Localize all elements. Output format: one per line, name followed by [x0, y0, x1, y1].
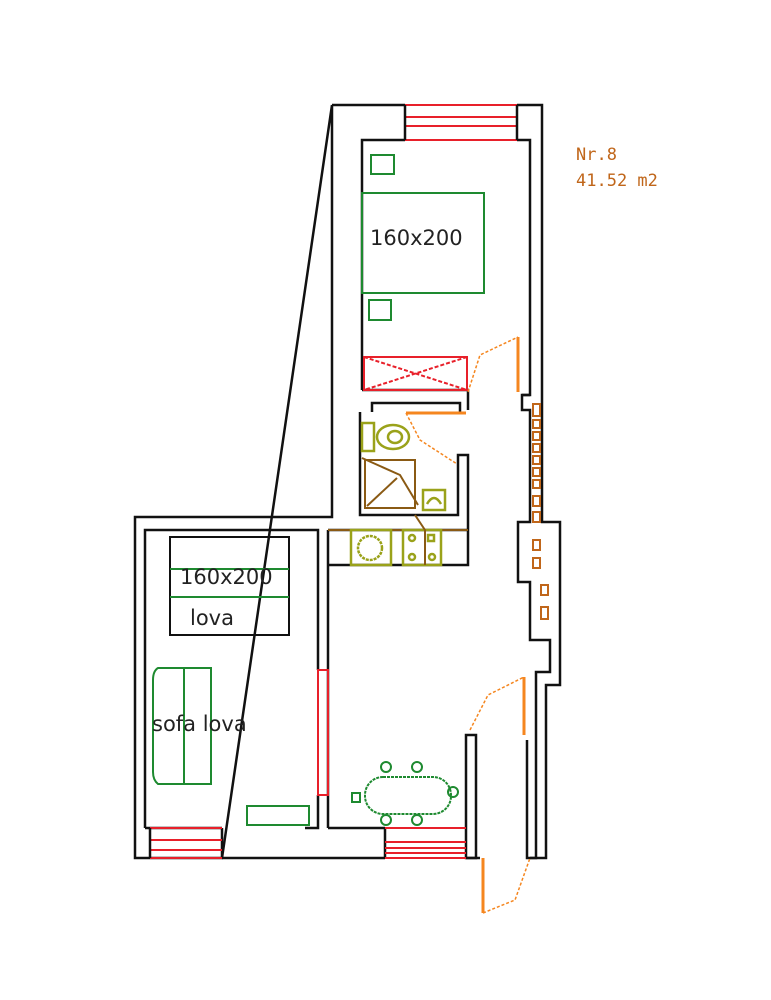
chair	[411, 761, 423, 773]
door-bathroom[interactable]	[405, 411, 466, 465]
nightstand-bottom	[368, 299, 392, 321]
door-entry-upper[interactable]	[469, 676, 526, 735]
toilet	[360, 421, 411, 453]
glass-partition	[317, 669, 329, 796]
stove	[401, 528, 443, 567]
radiator-row	[532, 403, 549, 620]
window-kitchen	[385, 827, 466, 859]
entry-wall	[464, 733, 478, 860]
bedroom-furniture: 160x200	[361, 154, 485, 391]
kitchen	[328, 514, 468, 567]
shower	[361, 457, 419, 509]
corridor-wall	[516, 393, 552, 860]
bathroom-wall	[328, 388, 470, 567]
tv-stand	[246, 805, 310, 826]
apartment-number: Nr.8	[576, 145, 617, 165]
chair	[351, 792, 361, 803]
living-bed	[169, 536, 290, 636]
outer-wall	[133, 103, 562, 860]
apartment-area: 41.52 m2	[576, 171, 658, 191]
living-furniture: 160x200 lova sofa lova	[152, 536, 310, 826]
sofa-label: sofa lova	[152, 712, 247, 736]
chair	[380, 761, 392, 773]
living-bed-sublabel: lova	[190, 606, 234, 630]
wardrobe	[363, 356, 468, 391]
bedroom-bed-label: 160x200	[370, 226, 463, 250]
chair	[411, 814, 423, 826]
nightstand-top	[370, 154, 395, 175]
bedroom-bed	[361, 192, 485, 294]
bathroom	[360, 421, 447, 512]
dining-table	[351, 761, 459, 826]
sofa	[152, 667, 212, 785]
window-bedroom	[403, 104, 519, 141]
washbasin	[421, 488, 447, 512]
windows	[148, 104, 519, 859]
window-living	[148, 827, 222, 859]
walls	[133, 103, 562, 860]
chair	[380, 814, 392, 826]
chair	[447, 786, 459, 798]
door-bedroom[interactable]	[467, 336, 520, 393]
door-entry-lower[interactable]	[481, 857, 531, 914]
sink	[349, 528, 393, 567]
living-bed-label: 160x200	[180, 565, 273, 589]
doors	[405, 336, 531, 914]
